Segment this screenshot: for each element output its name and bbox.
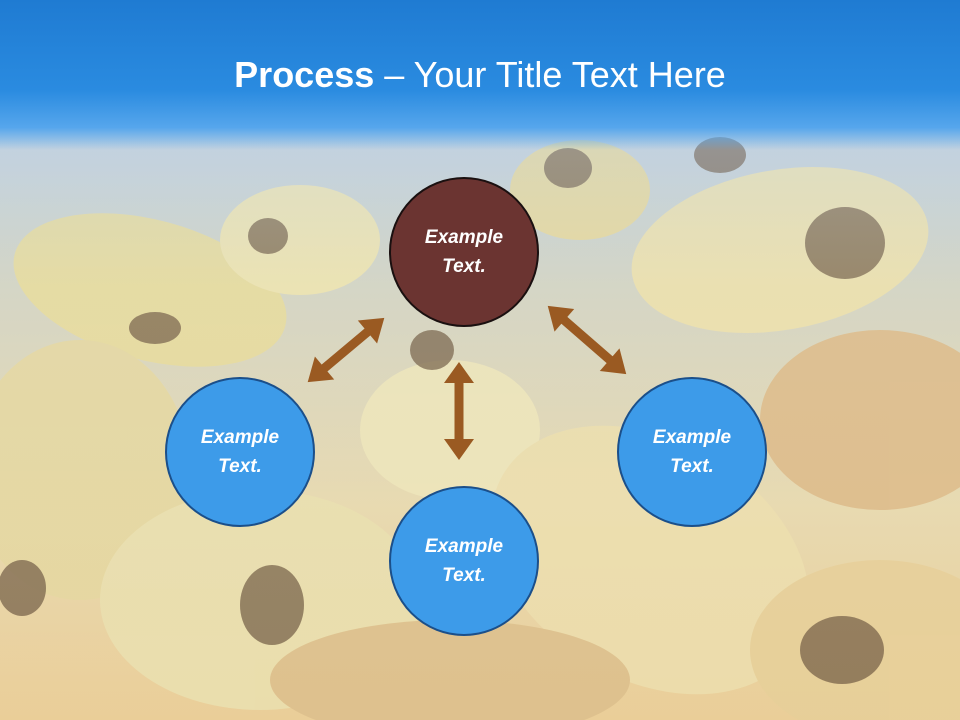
left-node: Example Text. [165,377,315,527]
title-bold: Process [234,54,375,95]
center-node: Example Text. [389,177,539,327]
title-bar [0,0,960,150]
right-node: Example Text. [617,377,767,527]
title-rest: – Your Title Text Here [374,54,726,95]
bottom-node-label: Example Text. [424,536,504,586]
arrow-center-left [307,317,385,383]
right-node-label: Example Text. [652,427,732,477]
bottom-node: Example Text. [389,486,539,636]
arrow-center-bottom [444,362,474,460]
slide-title: Process – Your Title Text Here [0,50,960,100]
left-node-label: Example Text. [200,427,280,477]
center-node-label: Example Text. [424,227,504,277]
arrow-center-right [547,305,627,375]
